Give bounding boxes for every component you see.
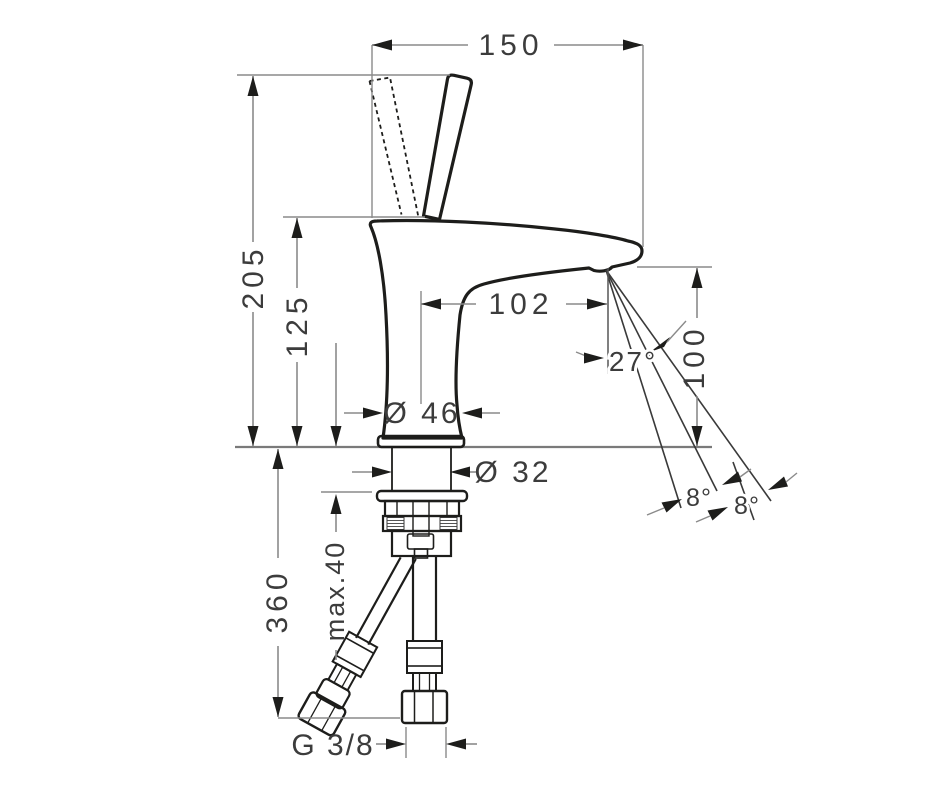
dim-205-label: 205 [237,244,270,309]
dia-46-label: Ø 46 [383,397,460,430]
max-40-label: max.40 [320,541,350,642]
angle-27-label: 27° [609,346,657,377]
dim-100: 100 [637,266,712,446]
water-stream-lines [605,269,772,521]
faucet-handle [421,73,473,222]
mounting-washer [375,489,469,503]
dim-205: 205 [237,74,450,446]
angle-8-pair: 8° 8° [646,468,798,523]
mounting-block [390,529,453,558]
dim-150: 150 [371,29,644,247]
dim-360: 360 [261,449,400,719]
threaded-shank [391,446,452,492]
dia-32: Ø 32 [352,456,551,489]
faucet-body [368,218,644,440]
dim-max40: max.40 [320,343,372,660]
supply-hose-straight [400,557,449,725]
faucet-handle-dashed-outline [368,76,420,218]
angle-8-left-label: 8° [686,484,712,512]
dim-100-label: 100 [678,324,711,389]
mounting-nut [381,499,463,533]
thread-g38-label: G 3/8 [291,729,374,762]
mounting-rod [412,500,430,537]
dim-102: 102 [420,288,607,404]
dim-150-label: 150 [478,29,543,62]
dim-125: 125 [281,216,425,446]
angle-8-right-label: 8° [734,492,760,520]
dia-46: Ø 46 [344,397,500,430]
dia-32-label: Ø 32 [474,456,551,489]
angle-27: 27° [575,268,687,380]
dim-102-label: 102 [488,288,553,321]
dim-360-label: 360 [261,568,294,633]
dim-125-label: 125 [281,292,314,357]
mounting-stud-stem [413,548,429,559]
dim-g38: G 3/8 [291,727,477,762]
